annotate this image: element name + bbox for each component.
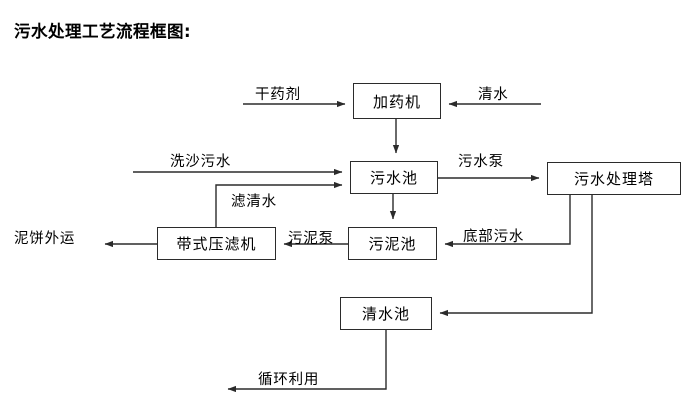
node-treatment-tower[interactable]: 污水处理塔	[547, 162, 681, 195]
edge-tower-to-sludge-pool	[444, 195, 571, 248]
node-label: 污水池	[369, 169, 418, 187]
node-label: 加药机	[372, 92, 421, 111]
edge-label-bottom-sewage: 底部污水	[463, 229, 525, 245]
edge-label-dry-reagent: 干药剂	[255, 87, 301, 103]
node-clear-water-pool[interactable]: 清水池	[340, 297, 432, 330]
node-label: 带式压滤机	[176, 235, 257, 253]
node-label: 清水池	[361, 305, 410, 323]
edge-label-sewage-pump: 污水泵	[458, 154, 504, 170]
page-title: 污水处理工艺流程框图:	[14, 22, 192, 41]
edge-label-filtered-water: 滤清水	[231, 194, 277, 210]
edge-label-clean-water: 清水	[478, 87, 509, 103]
node-dosing-machine[interactable]: 加药机	[353, 83, 441, 119]
node-sludge-pool[interactable]: 污泥池	[348, 227, 437, 260]
edge-label-sludge-pump: 污泥泵	[288, 231, 334, 247]
node-label: 污泥池	[368, 235, 417, 253]
edge-tower-to-clear-water-pool	[439, 195, 593, 317]
edge-label-recycle-reuse: 循环利用	[258, 372, 320, 388]
node-label: 污水处理塔	[573, 170, 654, 188]
node-belt-filter-press[interactable]: 带式压滤机	[157, 227, 276, 260]
node-sewage-pool[interactable]: 污水池	[350, 161, 438, 194]
edge-label-sand-wash-water: 洗沙污水	[170, 154, 232, 170]
edge-clear-water-pool-to-recycle	[227, 330, 387, 393]
terminal-label-mud-cake-export: 泥饼外运	[14, 231, 76, 247]
edge-filtered-water-to-sewage-pool	[215, 181, 343, 227]
